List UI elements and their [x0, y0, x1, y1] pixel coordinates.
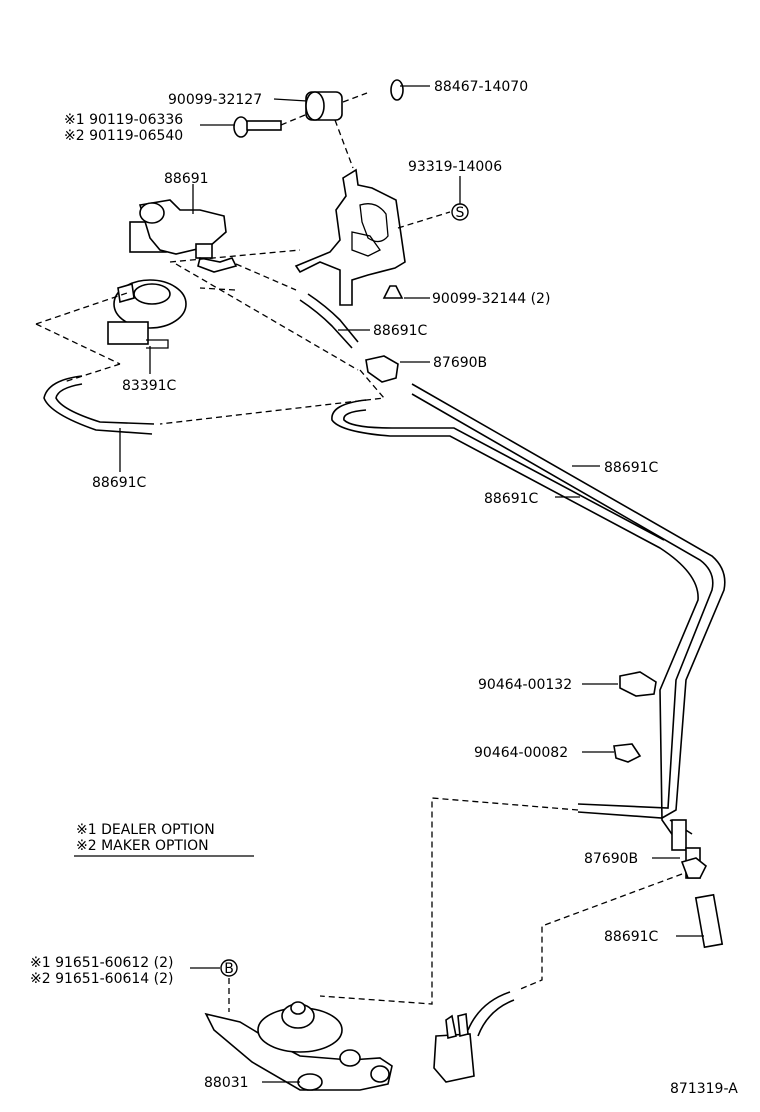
- vacuum-actuator[interactable]: [204, 1001, 393, 1091]
- leader-line: [273, 98, 308, 102]
- leader-dash: [235, 263, 297, 291]
- leader-dash: [159, 369, 386, 425]
- tube-88691c-long[interactable]: [331, 383, 726, 841]
- label-90464-00082: 90464-00082: [474, 745, 568, 761]
- label-91651-60614: ※2 91651-60614 (2): [30, 971, 174, 987]
- bracket[interactable]: [294, 168, 406, 306]
- leader-dash: [319, 797, 579, 1005]
- label-88031: 88031: [204, 1075, 249, 1091]
- leader-dash: [397, 211, 451, 229]
- svg-text:B: B: [224, 961, 234, 977]
- leader-dash: [169, 249, 301, 263]
- leader-dash: [280, 114, 306, 126]
- label-87690b-lower: 87690B: [584, 851, 638, 867]
- pressure-sensor[interactable]: [107, 279, 187, 349]
- label-87690b-upper: 87690B: [433, 355, 487, 371]
- label-90099-32127: 90099-32127: [168, 92, 262, 108]
- s-symbol: S: [451, 203, 469, 221]
- label-88691c-tube-a: 88691C: [604, 460, 659, 476]
- leader-dash: [334, 119, 354, 169]
- label-90099-32144: 90099-32144 (2): [432, 291, 550, 307]
- leader-dash: [199, 287, 236, 291]
- leader-dash: [175, 263, 359, 371]
- hose-88691c-lower[interactable]: [694, 893, 724, 949]
- label-90119-06336: ※1 90119-06336: [64, 112, 183, 128]
- screw-90099-32144[interactable]: [382, 285, 404, 299]
- vacuum-switching-valve[interactable]: [129, 199, 238, 273]
- label-90119-06540: ※2 90119-06540: [64, 128, 183, 144]
- clamp-90464-00132[interactable]: [619, 671, 657, 697]
- bolt-88467[interactable]: [368, 79, 404, 101]
- label-88691c-upper: 88691C: [373, 323, 428, 339]
- leader-dash: [35, 291, 131, 325]
- bolt-90119[interactable]: [233, 116, 282, 138]
- svg-text:S: S: [456, 205, 465, 221]
- legend-maker-option: ※2 MAKER OPTION: [76, 838, 209, 854]
- label-88467-14070: 88467-14070: [434, 79, 528, 95]
- hose-88691c-left[interactable]: [43, 375, 155, 435]
- connector-87690b-upper[interactable]: [365, 355, 399, 383]
- leader-dash: [342, 92, 368, 103]
- rubber-cushion[interactable]: [305, 91, 343, 121]
- diagram-code: 871319-A: [670, 1081, 738, 1097]
- legend-dealer-option: ※1 DEALER OPTION: [76, 822, 215, 838]
- label-93319-14006: 93319-14006: [408, 159, 502, 175]
- hose-88691c-upper[interactable]: [299, 293, 359, 349]
- vsv-lower[interactable]: [433, 991, 515, 1083]
- leader-dash: [517, 873, 683, 991]
- label-88691: 88691: [164, 171, 209, 187]
- connector-87690b-lower[interactable]: [671, 819, 708, 879]
- leader-dash: [63, 363, 121, 383]
- label-88691c-tube-b: 88691C: [484, 491, 539, 507]
- label-91651-60612: ※1 91651-60612 (2): [30, 955, 174, 971]
- leader-dash: [35, 323, 121, 365]
- label-88691c-left: 88691C: [92, 475, 147, 491]
- b-symbol: B: [220, 959, 238, 977]
- label-90464-00132: 90464-00132: [478, 677, 572, 693]
- clamp-90464-00082[interactable]: [613, 743, 642, 763]
- label-83391c: 83391C: [122, 378, 177, 394]
- label-88691c-lower: 88691C: [604, 929, 659, 945]
